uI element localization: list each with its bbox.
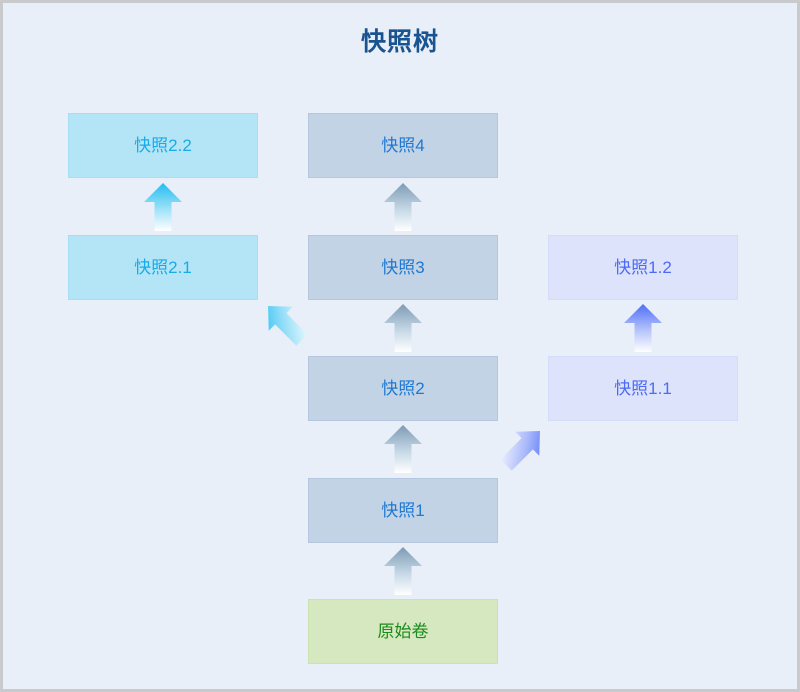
edge-2-1-to-2-2-arrow xyxy=(144,183,182,231)
node-label: 快照4 xyxy=(381,136,425,155)
node-label: 快照1.2 xyxy=(614,258,672,277)
node-label: 快照2.2 xyxy=(134,136,192,155)
edge-3-to-2-1-arrow xyxy=(259,297,311,349)
node-label: 快照2.1 xyxy=(134,258,192,277)
edge-1-to-2-arrow xyxy=(384,425,422,473)
node-label: 快照3 xyxy=(381,258,425,277)
node-snapshot-1-2[interactable]: 快照1.2 xyxy=(548,235,738,300)
edge-2-to-3-arrow xyxy=(384,304,422,352)
node-snapshot-2-2[interactable]: 快照2.2 xyxy=(68,113,258,178)
node-label: 快照2 xyxy=(381,379,425,398)
node-label: 原始卷 xyxy=(377,622,429,641)
edge-3-to-4-arrow xyxy=(384,183,422,231)
edge-origin-to-1-arrow xyxy=(384,547,422,595)
node-snapshot-1[interactable]: 快照1 xyxy=(308,478,498,543)
node-label: 快照1 xyxy=(381,501,425,520)
edge-1-to-1-1-arrow xyxy=(497,422,549,474)
node-snapshot-4[interactable]: 快照4 xyxy=(308,113,498,178)
node-snapshot-1-1[interactable]: 快照1.1 xyxy=(548,356,738,421)
node-snapshot-2-1[interactable]: 快照2.1 xyxy=(68,235,258,300)
node-label: 快照1.1 xyxy=(614,379,672,398)
node-snapshot-3[interactable]: 快照3 xyxy=(308,235,498,300)
diagram-canvas: 快照树 xyxy=(3,3,797,689)
node-snapshot-2[interactable]: 快照2 xyxy=(308,356,498,421)
page-title: 快照树 xyxy=(360,28,439,56)
edge-1-1-to-1-2-arrow xyxy=(624,304,662,352)
node-origin-volume[interactable]: 原始卷 xyxy=(308,599,498,664)
